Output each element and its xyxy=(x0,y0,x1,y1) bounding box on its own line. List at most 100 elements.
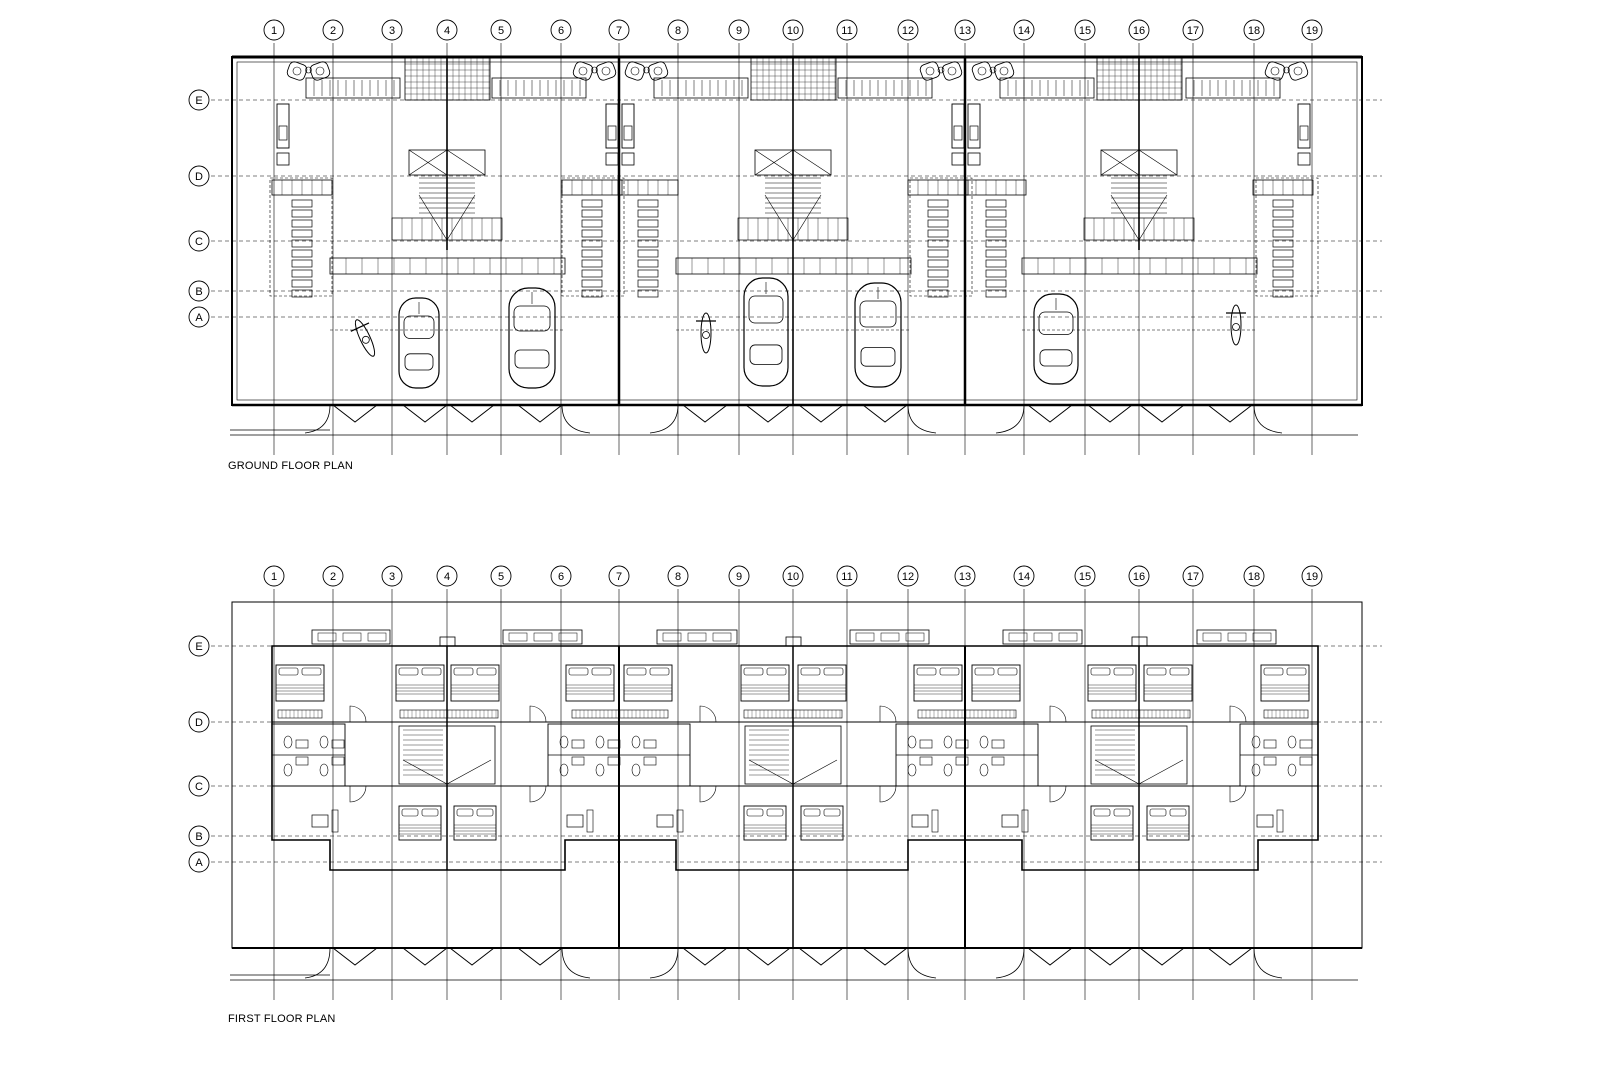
grid-label-row: E xyxy=(195,641,202,653)
bed-frame xyxy=(453,805,497,841)
balcony-planter xyxy=(1002,629,1083,645)
glass-window xyxy=(1096,57,1183,101)
grid-label-col: 16 xyxy=(1133,25,1145,37)
stepping-stone xyxy=(637,269,659,278)
grid-bubble xyxy=(1013,565,1035,587)
moto-seat xyxy=(702,331,710,339)
side-stair xyxy=(617,179,679,298)
side-table xyxy=(1283,66,1290,74)
stepping-stone xyxy=(581,289,603,298)
pillow xyxy=(766,667,787,676)
grid-label-col: 5 xyxy=(498,25,504,37)
bed xyxy=(450,664,500,702)
grid-label-row: D xyxy=(195,717,203,729)
glass-window xyxy=(750,57,837,101)
counter-frame xyxy=(675,257,912,275)
car-body xyxy=(398,297,440,389)
rear-window xyxy=(749,344,783,365)
stair-mark xyxy=(764,194,822,241)
wardrobe xyxy=(571,709,669,719)
stepping-stone xyxy=(637,229,659,238)
chair-seat xyxy=(977,66,987,76)
door-swing xyxy=(349,785,367,803)
grid-bubble xyxy=(322,565,344,587)
chair-seat xyxy=(630,66,640,76)
bed-frame xyxy=(450,664,500,702)
stepping-stone xyxy=(985,239,1007,248)
grid-bubble xyxy=(263,19,285,41)
grid-label-row: A xyxy=(195,857,203,869)
stepping-stone xyxy=(985,229,1007,238)
windshield xyxy=(859,300,897,328)
chair-seat xyxy=(601,66,611,76)
stepping-stone xyxy=(1272,279,1294,288)
car xyxy=(743,277,789,387)
pillow xyxy=(421,667,442,676)
fridge xyxy=(967,103,981,166)
basin xyxy=(991,739,1005,749)
panel-frame xyxy=(653,77,749,99)
stepping-stone xyxy=(291,209,313,218)
bed xyxy=(743,805,787,841)
stepping-stone xyxy=(581,259,603,268)
basin xyxy=(571,739,585,749)
planter-box xyxy=(1058,632,1078,642)
pillow xyxy=(1113,808,1131,817)
stair-mark xyxy=(1100,149,1178,176)
armchair xyxy=(647,61,669,81)
bed-frame xyxy=(623,664,673,702)
side-table xyxy=(643,66,650,74)
desk xyxy=(566,809,594,833)
chair-body xyxy=(572,61,594,81)
gate xyxy=(449,947,495,966)
stepping-stone xyxy=(291,259,313,268)
bathroom xyxy=(547,723,691,787)
fridge-body xyxy=(951,103,965,149)
staircase xyxy=(398,725,496,785)
bed xyxy=(275,664,325,702)
basin xyxy=(331,756,345,766)
fridge xyxy=(951,103,965,166)
wardrobe xyxy=(277,709,323,719)
pillow xyxy=(591,667,612,676)
gate xyxy=(862,404,908,423)
chair-seat xyxy=(925,66,935,76)
grid-label-col: 18 xyxy=(1248,571,1260,583)
gate xyxy=(332,404,378,423)
grid-label-col: 14 xyxy=(1018,25,1030,37)
fridge xyxy=(605,103,619,166)
basin xyxy=(955,739,969,749)
pillow xyxy=(1146,667,1167,676)
grid-bubble xyxy=(1243,565,1265,587)
toilet xyxy=(283,763,293,777)
stair-mark xyxy=(402,759,492,785)
glass-window xyxy=(404,57,491,101)
bed-frame xyxy=(971,664,1021,702)
grid-label-col: 4 xyxy=(444,571,450,583)
vehicles xyxy=(350,277,1246,389)
planter-box xyxy=(1252,632,1272,642)
bathroom xyxy=(1239,723,1319,787)
basin xyxy=(331,739,345,749)
pillow xyxy=(476,808,494,817)
bed-frame xyxy=(743,805,787,841)
desk-top xyxy=(311,814,329,828)
grid-bubble xyxy=(490,565,512,587)
toilet xyxy=(1287,763,1297,777)
stepping-stone xyxy=(581,269,603,278)
side-table xyxy=(591,66,598,74)
gate xyxy=(517,947,563,966)
planter-box xyxy=(533,632,553,642)
armchair xyxy=(1264,61,1286,81)
grid-label-col: 11 xyxy=(841,25,852,37)
planter-box xyxy=(317,632,337,642)
planter-box xyxy=(855,632,875,642)
door-swing xyxy=(699,705,717,723)
grid-bubble xyxy=(381,19,403,41)
bin xyxy=(621,152,635,166)
grid-bubble xyxy=(1013,19,1035,41)
grid-label-col: 1 xyxy=(271,571,277,583)
chair-body xyxy=(647,61,669,81)
gate xyxy=(798,947,844,966)
